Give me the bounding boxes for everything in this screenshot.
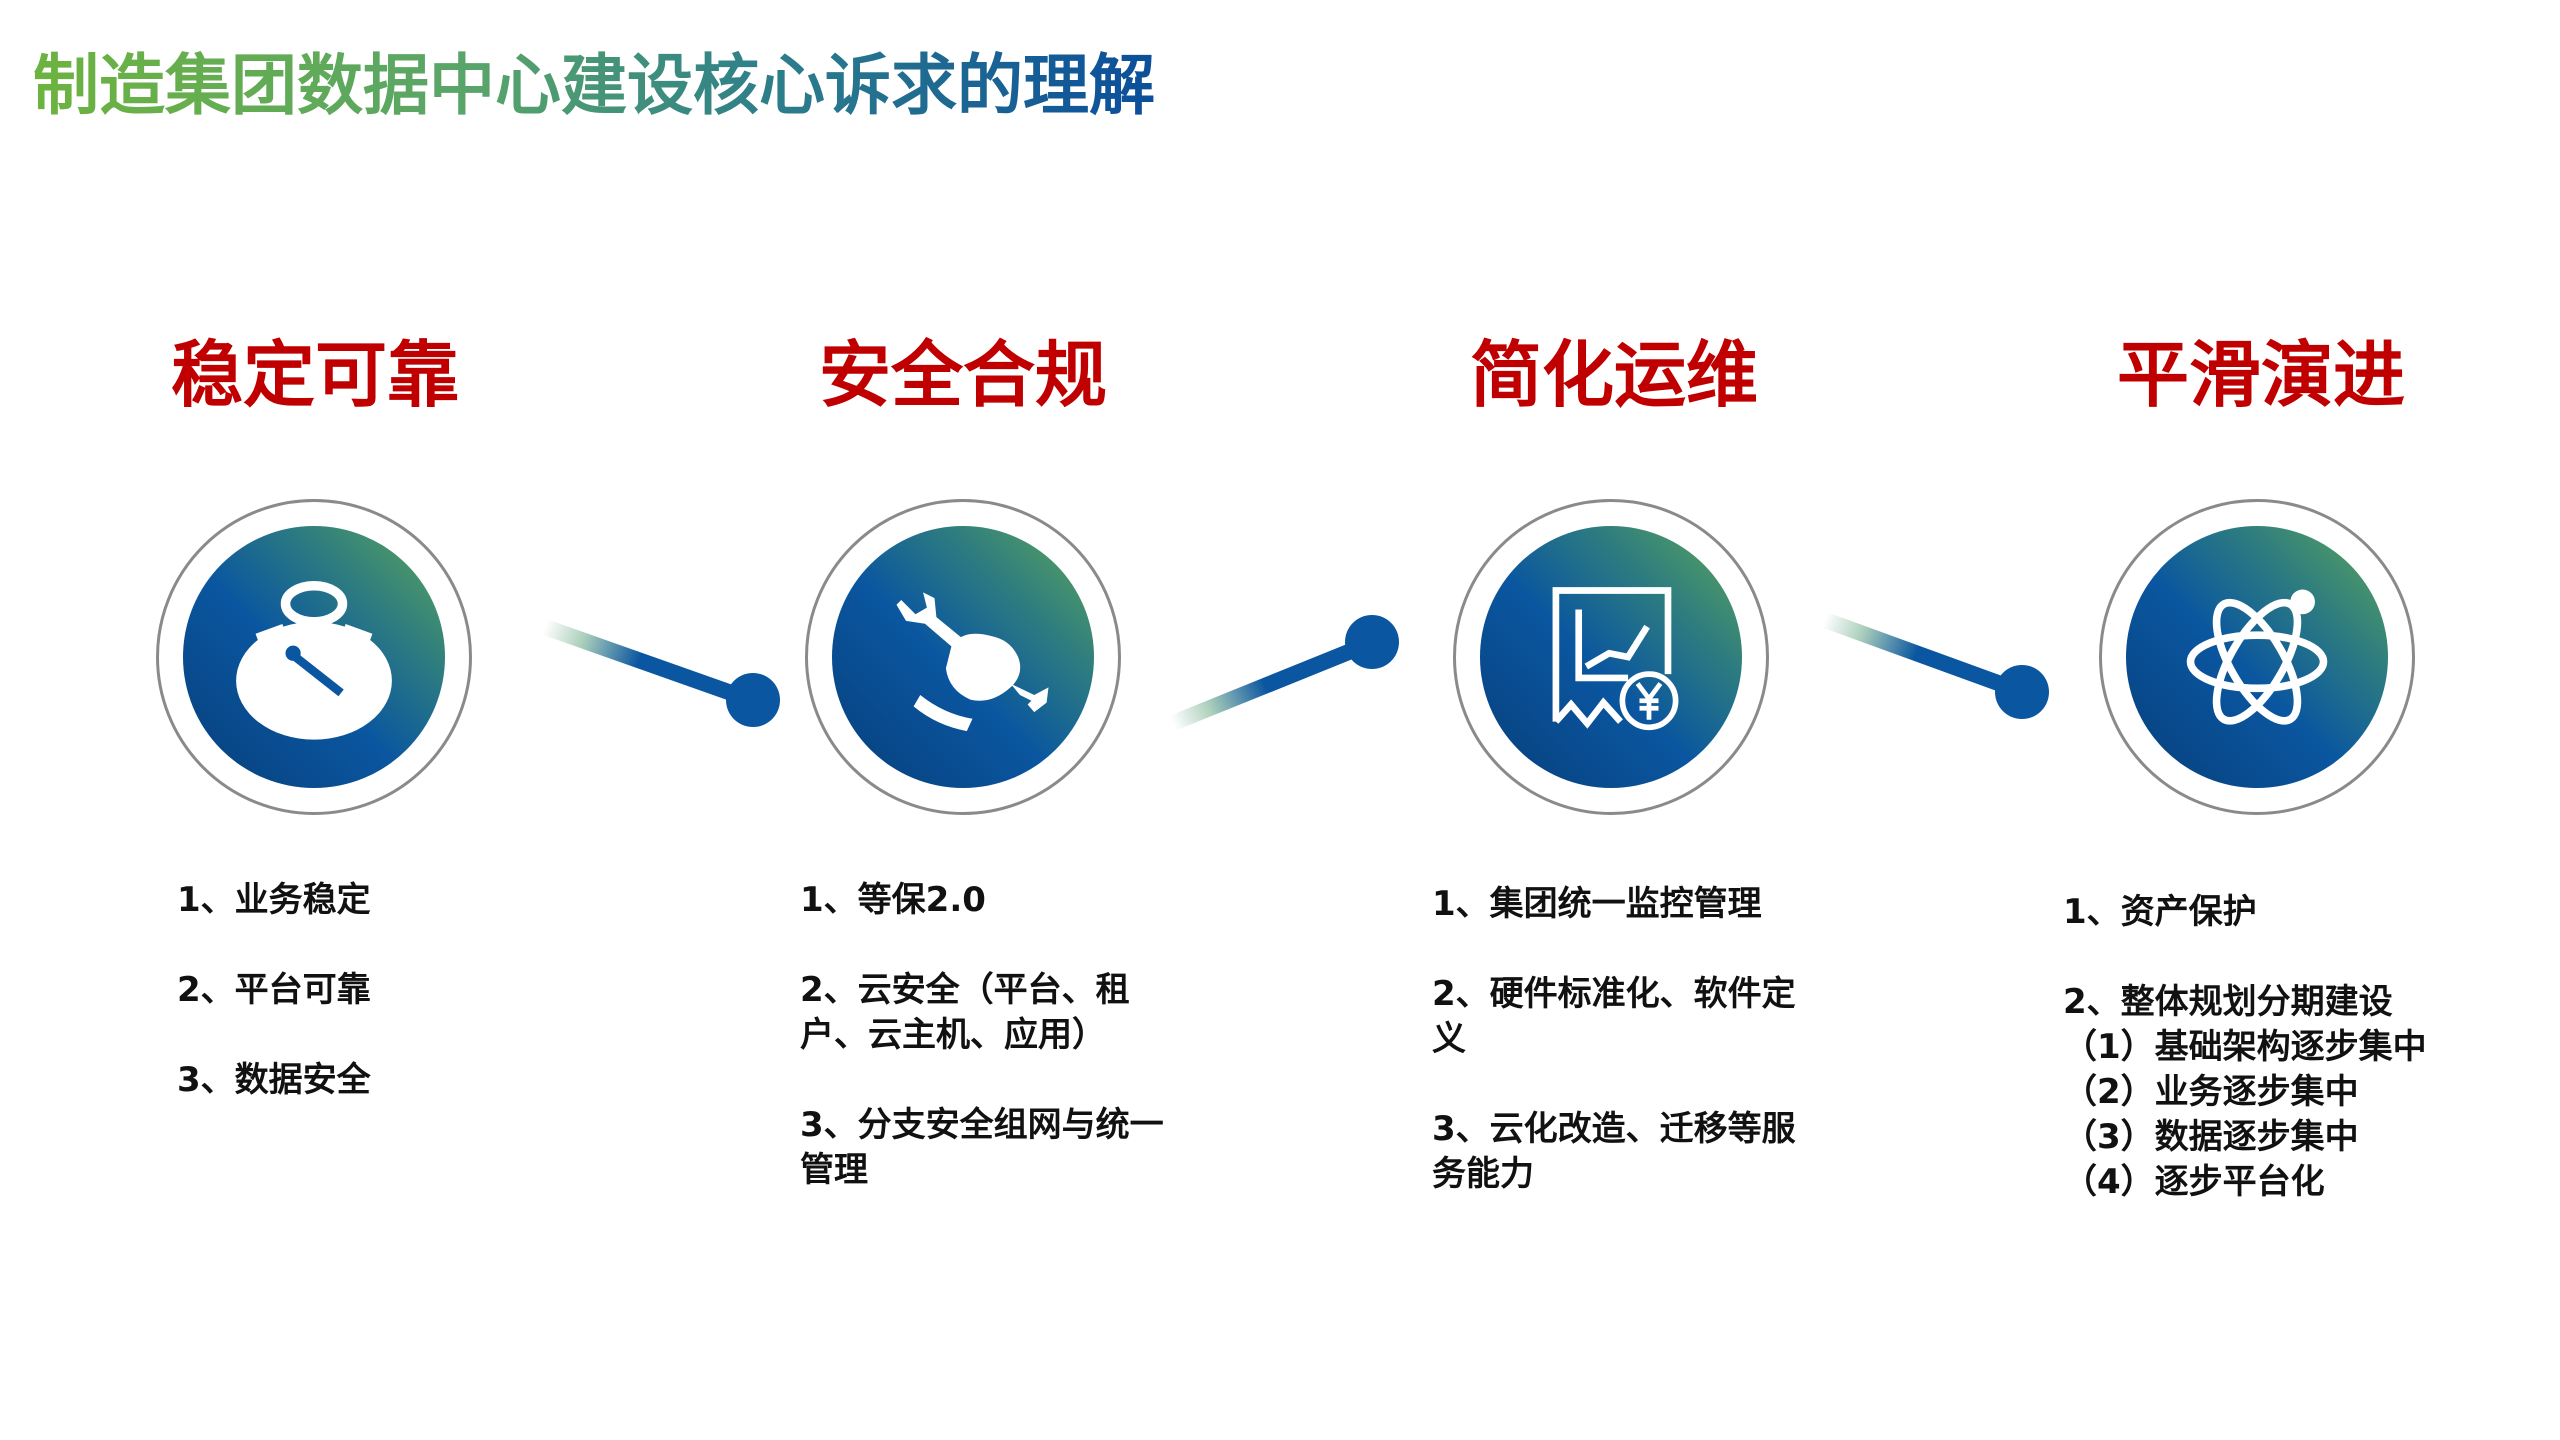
pillar-points-ops: 1、集团统一监控管理 2、硬件标准化、软件定义 3、云化改造、迁移等服务能力 xyxy=(1432,882,1796,1242)
stopwatch-icon xyxy=(236,581,392,740)
chart-receipt-yuan-icon xyxy=(1552,587,1679,731)
point-sub-item: （2）业务逐步集中 xyxy=(2063,1072,2359,1112)
pillar-icon-circle-evolution xyxy=(2099,499,2415,815)
pillar-points-evolution: 1、资产保护 2、整体规划分期建设 （1）基础架构逐步集中 （2）业务逐步集中 … xyxy=(2063,890,2429,1205)
connector-dot-3 xyxy=(1995,665,2049,719)
icon-disc xyxy=(183,526,445,788)
pillar-heading-security: 安全合规 xyxy=(818,333,1107,417)
connector-line-3 xyxy=(1822,612,2011,695)
pillar-heading-ops: 简化运维 xyxy=(1469,333,1758,417)
point-item: 1、资产保护 xyxy=(2063,892,2257,932)
point-sub-item: （1）基础架构逐步集中 xyxy=(2063,1027,2427,1067)
point-sub-item: （4）逐步平台化 xyxy=(2063,1162,2325,1202)
point-item: 2、硬件标准化、软件定义 xyxy=(1432,974,1796,1059)
atom-icon xyxy=(2186,589,2328,725)
connector-line-2 xyxy=(1170,640,1362,731)
point-item: 3、云化改造、迁移等服务能力 xyxy=(1432,1109,1796,1194)
point-item: 1、等保2.0 xyxy=(800,880,986,920)
pillar-icon-circle-stable xyxy=(156,499,472,815)
point-item: 3、分支安全组网与统一管理 xyxy=(800,1105,1164,1190)
point-item: 1、集团统一监控管理 xyxy=(1432,884,1762,924)
pillar-points-stable: 1、业务稳定 2、平台可靠 3、数据安全 xyxy=(177,878,557,1148)
icon-disc xyxy=(832,526,1094,788)
point-item: 2、整体规划分期建设 xyxy=(2063,982,2393,1022)
point-item: 2、平台可靠 xyxy=(177,970,371,1010)
connector-dot-2 xyxy=(1345,615,1399,669)
icon-disc xyxy=(2126,526,2388,788)
connector-dot-1 xyxy=(726,673,780,727)
connector-line-1 xyxy=(542,619,737,702)
icon-disc xyxy=(1480,526,1742,788)
point-item: 1、业务稳定 xyxy=(177,880,371,920)
pillar-points-security: 1、等保2.0 2、云安全（平台、租户、云主机、应用） 3、分支安全组网与统一管… xyxy=(800,878,1164,1238)
point-item: 3、数据安全 xyxy=(177,1060,371,1100)
wrench-fist-icon xyxy=(896,592,1049,732)
pillar-icon-circle-security xyxy=(805,499,1121,815)
point-sub-item: （3）数据逐步集中 xyxy=(2063,1117,2359,1157)
slide-title: 制造集团数据中心建设核心诉求的理解 xyxy=(33,42,1155,130)
pillar-heading-evolution: 平滑演进 xyxy=(2116,333,2405,417)
pillar-heading-stable: 稳定可靠 xyxy=(170,333,459,417)
pillar-icon-circle-ops xyxy=(1453,499,1769,815)
point-item: 2、云安全（平台、租户、云主机、应用） xyxy=(800,970,1130,1055)
